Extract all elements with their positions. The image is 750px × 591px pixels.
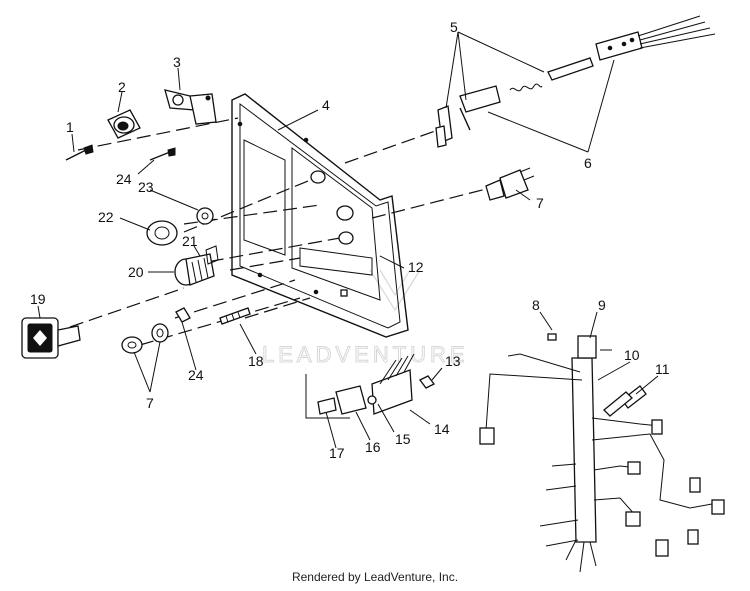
callout-14: 14: [434, 421, 450, 437]
callout-16: 16: [365, 439, 381, 455]
callout-17: 17: [329, 445, 345, 461]
callout-5: 5: [450, 19, 458, 35]
callout-6: 6: [584, 155, 592, 171]
callout-9: 9: [598, 297, 606, 313]
part-18-bolt: [219, 307, 251, 325]
callout-23: 23: [138, 179, 154, 195]
callout-13: 13: [445, 353, 461, 369]
part-15-bushing: [367, 395, 377, 405]
part-7-nut-washer: [121, 323, 169, 354]
part-24-screw-upper: [149, 147, 176, 161]
callout-7-nut: 7: [146, 395, 154, 411]
part-24-screw-lower: [175, 307, 191, 323]
watermark-text: LEADVENTURE: [262, 342, 469, 367]
part-3-bracket: [164, 89, 217, 125]
callout-3: 3: [173, 54, 181, 70]
callout-labels: 1 2 3 4 5 6 7 7 8 9 10 11 12 13 14 15 16…: [30, 19, 670, 461]
part-6-connector: [595, 15, 716, 61]
callout-12: 12: [408, 259, 424, 275]
part-2-bezel: [107, 109, 141, 139]
callout-19: 19: [30, 291, 46, 307]
alignment-lines: [69, 117, 491, 346]
part-5-switch-assembly: [435, 57, 594, 148]
callout-8: 8: [532, 297, 540, 313]
part-21-washer: [205, 245, 219, 265]
callout-21: 21: [182, 233, 198, 249]
part-22-nut: [146, 220, 178, 246]
part-16-block: [335, 385, 367, 415]
callout-1: 1: [66, 119, 74, 135]
callout-11: 11: [655, 361, 670, 377]
callout-2: 2: [118, 79, 126, 95]
callout-10: 10: [624, 347, 640, 363]
mounting-plate: [231, 93, 409, 338]
callout-22: 22: [98, 209, 114, 225]
footer-credit: Rendered by LeadVenture, Inc.: [291, 570, 459, 584]
callout-18: 18: [248, 353, 264, 369]
callout-24-upper: 24: [116, 171, 132, 187]
callout-20: 20: [128, 264, 144, 280]
part-17-clip: [317, 397, 337, 415]
part-20-ignition-switch: [174, 253, 215, 286]
part-19-key: [21, 317, 81, 359]
callout-24-lower: 24: [188, 367, 204, 383]
part-1-screw: [65, 144, 94, 161]
callout-15: 15: [395, 431, 411, 447]
part-23-washer: [196, 207, 214, 225]
part-7-toggle-switch: [485, 167, 535, 201]
leader-lines: [37, 31, 659, 449]
wiring-harness: [479, 333, 725, 573]
bracket-line: [305, 374, 350, 419]
part-13-nut: [419, 375, 435, 389]
callout-7-toggle: 7: [536, 195, 544, 211]
callout-4: 4: [322, 97, 330, 113]
